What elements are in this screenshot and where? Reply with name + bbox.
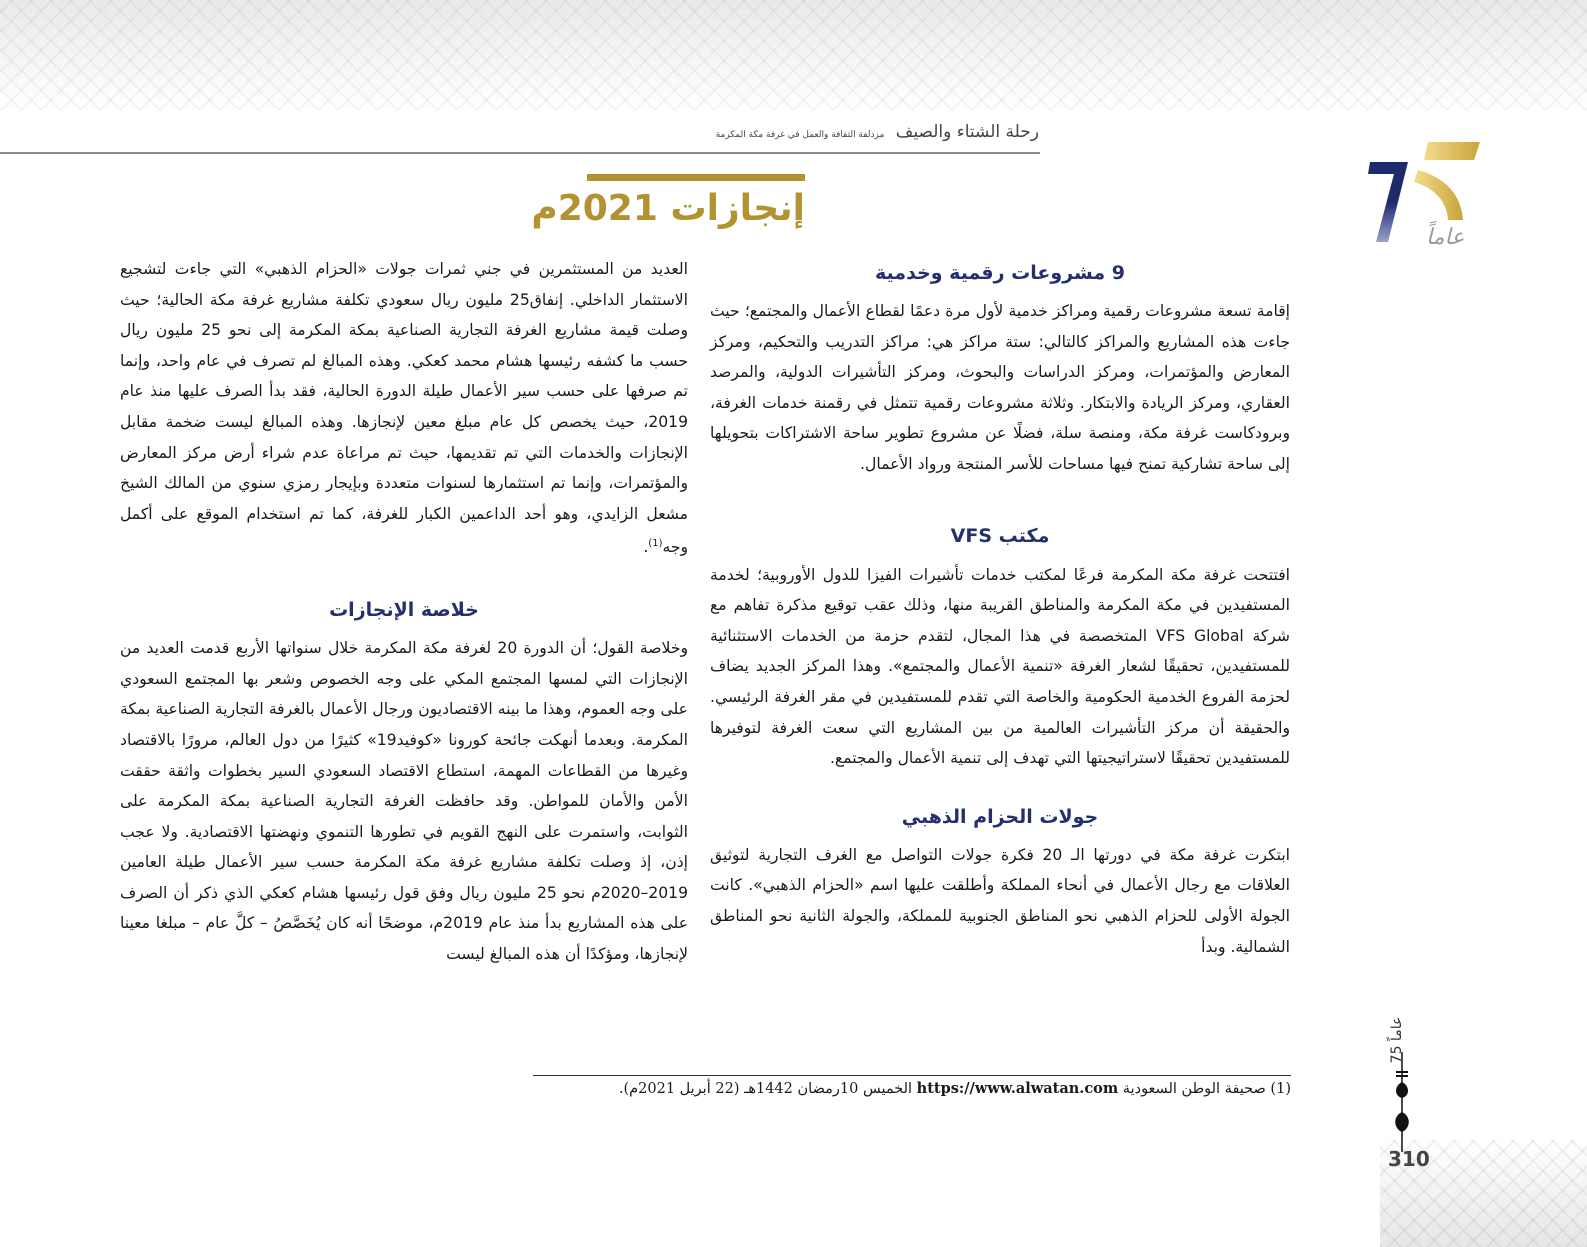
section-heading-summary: خلاصة الإنجازات <box>329 599 479 622</box>
section-heading-golden-belt: جولات الحزام الذهبي <box>901 805 1099 828</box>
decorative-pattern-top <box>0 0 1587 110</box>
page-number: 310 <box>1388 1147 1430 1171</box>
page-title: إنجازات 2021م <box>531 188 805 229</box>
intro-paragraph: العديد من المستثمرين في جني ثمرات جولات … <box>120 254 688 563</box>
svg-text:عاماً: عاماً <box>1426 220 1464 250</box>
section-text-summary: وخلاصة القول؛ أن الدورة 20 لغرفة مكة الم… <box>120 639 689 964</box>
left-column: العديد من المستثمرين في جني ثمرات جولات … <box>120 254 688 970</box>
footnote-source: (1) صحيفة الوطن السعودية <box>1122 1081 1291 1097</box>
section-heading-vfs-office: مكتب VFS <box>950 524 1050 547</box>
section-text-vfs-office: افتتحت غرفة مكة المكرمة فرعًا لمكتب خدما… <box>710 565 1290 768</box>
title-accent-bar <box>587 174 805 181</box>
footnote-url: https://www.alwatan.com <box>916 1080 1119 1097</box>
footnote-reference: (1) <box>648 538 663 550</box>
header-divider <box>0 152 1040 154</box>
decorative-pattern-bottom <box>1380 1140 1587 1247</box>
intro-text: العديد من المستثمرين في جني ثمرات جولات … <box>120 260 688 557</box>
intro-end: . <box>643 538 649 557</box>
footnote-date: الخميس 10رمضان 1442هـ (22 أبريل 2021م). <box>618 1081 913 1097</box>
publication-title: رحلة الشتاء والصيف <box>895 122 1039 142</box>
right-column: 9 مشروعات رقمية وخدمية إقامة تسعة مشروعا… <box>710 250 1290 962</box>
ornament-icon <box>1395 1052 1409 1152</box>
anniversary-75-logo: عاماً <box>1368 142 1480 250</box>
section-heading-digital-projects: 9 مشروعات رقمية وخدمية <box>875 262 1125 284</box>
section-text-digital-projects: إقامة تسعة مشروعات رقمية ومراكز خدمية لأ… <box>710 302 1290 473</box>
publication-header: رحلة الشتاء والصيف مزدلفة الثقافة والعمل… <box>716 122 1039 142</box>
publication-subtitle: مزدلفة الثقافة والعمل في غرفة مكة المكرم… <box>715 130 885 140</box>
footnote-divider <box>533 1075 1291 1076</box>
section-text-golden-belt: ابتكرت غرفة مكة في دورتها الـ 20 فكرة جو… <box>710 845 1290 956</box>
footnote: (1) صحيفة الوطن السعودية https://www.alw… <box>619 1080 1291 1097</box>
